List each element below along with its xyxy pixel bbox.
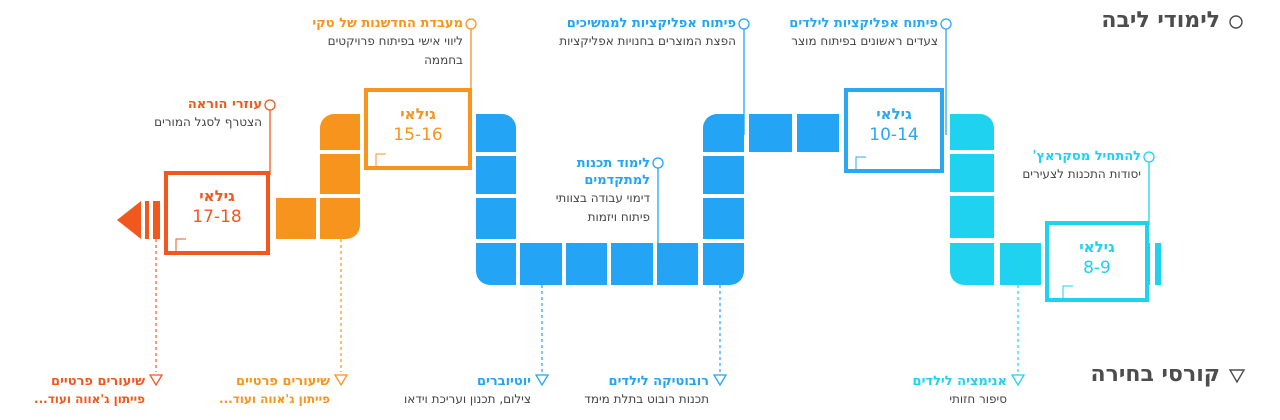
path-segment-ages-8-14 (844, 88, 1161, 302)
elective-title: יוטיוברים (476, 374, 531, 389)
age-box-10-14: גילאי 10-14 (848, 105, 940, 145)
callout-desc: דימוי עבודה בצוותי (555, 191, 650, 205)
elective-animation: אנימציה לילדים סיפור חזותי (913, 373, 1007, 409)
elective-title: רובוטיקה לילדים (608, 374, 709, 389)
callout-desc: יסודות התכנות לצעירים (1022, 167, 1141, 181)
elective-desc: פייתון ג'אווה ועוד... (34, 392, 145, 406)
callout-desc: בחממה (424, 53, 463, 67)
age-range: 8-9 (1083, 258, 1111, 278)
age-label: גילאי (199, 187, 235, 205)
circle-icon (1229, 15, 1243, 29)
callout-title: לימוד תכנות (576, 156, 650, 171)
elective-desc: סיפור חזותי (949, 392, 1007, 406)
elective-youtubers: יוטיוברים צילום, תכנון ועריכת וידאו (404, 373, 531, 409)
callout-apps-advanced: פיתוח אפליקציות לממשיכים הפצת המוצרים בח… (559, 15, 736, 51)
elective-desc: צילום, תכנון ועריכת וידאו (404, 392, 531, 406)
elective-private-lessons-orange: שיעורים פרטיים פייתון ג'אווה ועוד... (219, 373, 330, 408)
callout-title: פיתוח אפליקציות לממשיכים (566, 16, 736, 31)
triangle-markers (148, 374, 1026, 387)
callout-apps-kids: פיתוח אפליקציות לילדים צעדים ראשונים בפי… (789, 15, 938, 51)
callout-title: להתחיל מסקראץ' (1032, 149, 1141, 164)
callout-title: פיתוח אפליקציות לילדים (789, 16, 938, 31)
callout-lines-top (264, 18, 1155, 262)
age-label: גילאי (400, 105, 436, 123)
callout-advanced-programming: לימוד תכנות למתקדמים דימוי עבודה בצוותי … (556, 155, 650, 227)
elective-title: שיעורים פרטיים (51, 374, 145, 389)
callout-title: עוזרי הוראה (187, 97, 262, 112)
callout-desc: הצטרף לסגל המורים (154, 115, 262, 129)
path-segment-red (117, 171, 270, 255)
age-label: גילאי (876, 105, 912, 123)
elective-desc: פייתון ג'אווה ועוד... (219, 392, 330, 406)
age-range: 17-18 (192, 207, 242, 227)
age-range: 10-14 (869, 125, 919, 145)
age-box-8-9: גילאי 8-9 (1049, 238, 1145, 278)
elective-private-lessons-red: שיעורים פרטיים פייתון ג'אווה ועוד... (34, 373, 145, 408)
callout-desc: הפצת המוצרים בחנויות אפליקציות (559, 34, 736, 48)
age-box-15-16: גילאי 15-16 (368, 105, 468, 145)
callout-desc: פיתוח ויזמות (587, 210, 650, 224)
elective-courses-title: קורסי בחירה (1090, 362, 1220, 387)
age-range: 15-16 (393, 125, 443, 145)
path-segment-orange (276, 88, 472, 239)
elective-title: שיעורים פרטיים (236, 374, 330, 389)
age-box-17-18: גילאי 17-18 (168, 187, 266, 227)
elective-title: אנימציה לילדים (912, 374, 1007, 389)
elective-desc: תכנות רובוט בתלת מימד (584, 392, 709, 406)
callout-desc: צעדים ראשונים בפיתוח מוצר (791, 34, 938, 48)
callout-teaching-assistants: עוזרי הוראה הצטרף לסגל המורים (154, 96, 262, 132)
triangle-down-icon (1228, 369, 1246, 384)
callout-title-line2: למתקדמים (584, 173, 650, 188)
elective-robotics: רובוטיקה לילדים תכנות רובוט בתלת מימד (584, 373, 709, 409)
core-studies-title: לימודי ליבה (1101, 8, 1220, 33)
age-label: גילאי (1079, 238, 1115, 256)
callout-lines-bottom (155, 239, 1019, 372)
callout-innovation-lab: מעבדת החדשנות של טקי ליווי אישי בפיתוח פ… (312, 15, 463, 70)
callout-scratch: להתחיל מסקראץ' יסודות התכנות לצעירים (1022, 148, 1141, 184)
path-segment-blue (476, 114, 839, 285)
callout-desc: ליווי אישי בפיתוח פרויקטים (327, 34, 463, 48)
callout-title: מעבדת החדשנות של טקי (312, 16, 463, 31)
